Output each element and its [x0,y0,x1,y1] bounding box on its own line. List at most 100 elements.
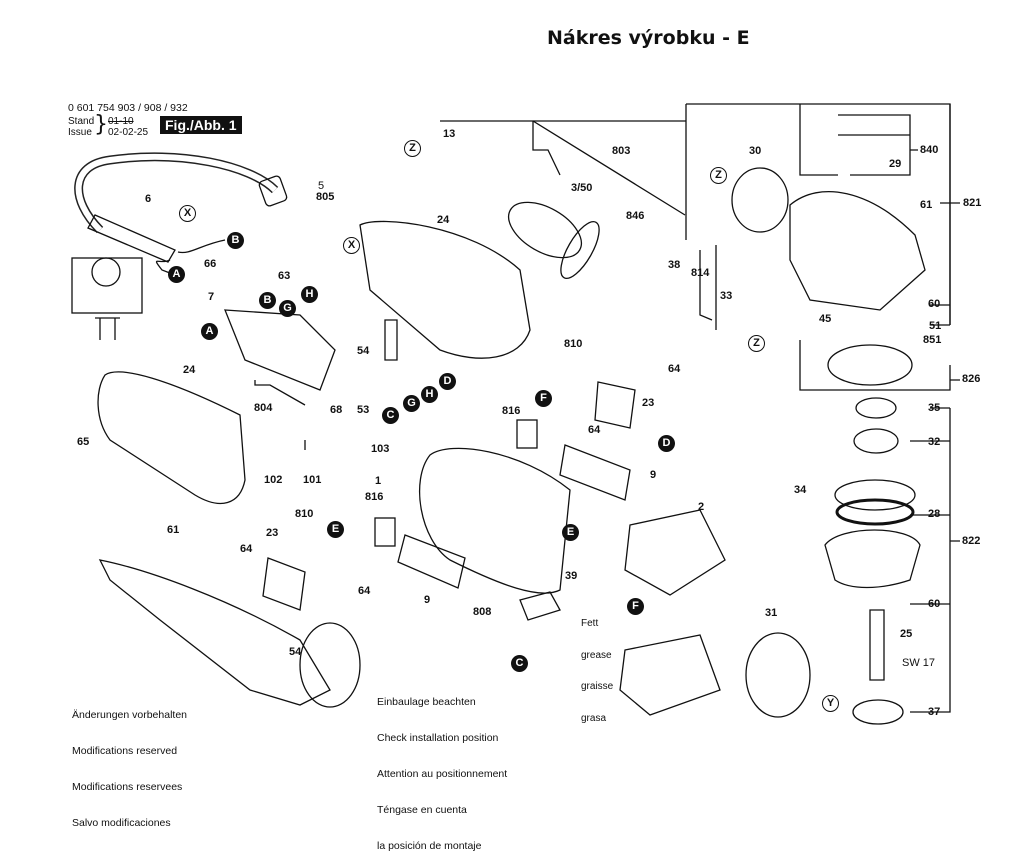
part-label-23-right: 23 [642,397,655,409]
part-label-808: 808 [473,606,492,618]
part-label-54-top: 54 [357,345,370,357]
guard-31 [745,632,811,718]
part-label-103: 103 [371,443,390,455]
part-label-51: 51 [929,320,942,332]
part-label-1: 1 [375,475,382,487]
part-label-805: 805 [316,191,335,203]
figure-label: Fig./Abb. 1 [160,116,242,134]
connector-z-bearing: Z [748,335,765,352]
motor-housing-24-left [97,371,246,504]
part-label-3-50: 3/50 [571,182,593,194]
part-label-66: 66 [204,258,217,270]
grease-note-es: grasa [581,712,607,724]
installation-note-fr: Attention au positionnement [377,768,508,780]
part-label-6: 6 [145,193,152,205]
brush-cover-23b [262,557,306,611]
gear-head-housing [789,191,926,311]
part-label-28: 28 [928,508,941,520]
stand-label: Stand [68,116,95,127]
part-label-39: 39 [565,570,578,582]
ring-gear-826 [827,344,913,386]
part-label-60-top: 60 [928,298,941,310]
part-label-64-mid: 64 [588,424,601,436]
installation-overview-sketch [98,559,331,706]
part-label-53: 53 [357,404,370,416]
part-label-68: 68 [330,404,343,416]
part-label-63: 63 [278,270,291,282]
connector-f-coil: F [627,598,644,615]
o-ring-28 [835,498,915,526]
part-label-851: 851 [923,334,942,346]
installation-note-es-2: la posición de montaje [377,840,482,852]
part-label-25: 25 [900,628,913,640]
stand-issue-labels: Stand Issue [68,116,94,138]
part-label-61-right: 61 [920,199,933,211]
part-label-37: 37 [928,706,941,718]
part-label-24-left: 24 [183,364,196,376]
connector-c-coil: C [511,655,528,672]
grease-note: Fett grease graisse grasa [581,598,613,735]
field-coil-lower [619,634,721,716]
capacitor-54 [384,319,398,361]
part-label-38: 38 [668,259,681,271]
part-label-30: 30 [749,145,762,157]
connector-a-cord: A [168,266,185,283]
part-label-803: 803 [612,145,631,157]
document-number: 0 601 754 903 / 908 / 932 [68,102,188,114]
grease-note-fr: graisse [581,681,614,692]
modifications-note-en: Modifications reserved [72,745,178,757]
bearing-flange-822 [824,529,921,589]
connector-g-switch: G [279,300,296,317]
switch-unit [224,309,336,391]
flange-37 [852,699,904,725]
stand-value: 01-10 [108,116,134,127]
connector-b-cord: B [227,232,244,249]
connector-a-switch: A [201,323,218,340]
motor-housing-24-top [359,220,531,359]
part-label-54-bottom: 54 [289,646,302,658]
exploded-view-drawing [71,103,960,725]
cord-sleeve [87,214,176,263]
installation-note-es-1: Téngase en cuenta [377,804,467,816]
part-label-840: 840 [920,144,939,156]
issue-value: 02-02-25 [108,127,149,138]
installation-note-en: Check installation position [377,732,499,744]
part-label-64-bottom: 64 [358,585,371,597]
connector-f-brush: F [535,390,552,407]
stand-issue-values: 01-10 02-02-25 [108,116,148,138]
part-label-24-top: 24 [437,214,450,226]
connector-e-housing: E [562,524,579,541]
part-label-816-bottom: 816 [365,491,384,503]
connector-e-brush: E [327,521,344,538]
part-label-810-top: 810 [564,338,583,350]
cord-plug [258,175,288,207]
ring-34 [834,479,916,511]
part-label-5: 5 [318,180,325,192]
connector-y-guard: Y [822,695,839,712]
field-coil-upper [624,509,726,596]
part-label-846: 846 [626,210,645,222]
part-label-826: 826 [962,373,981,385]
connector-h-switch: H [301,286,318,303]
modifications-note-fr: Modifications reservees [72,781,183,793]
grease-note-de: Fett [581,618,599,629]
brush-holder-816a [516,419,538,449]
connector-z-gear: Z [710,167,727,184]
brush-cover-23a [594,381,636,429]
part-label-45: 45 [819,313,832,325]
installation-note-de: Einbaulage beachten [377,696,476,708]
installation-note: Einbaulage beachten Check installation p… [377,672,507,864]
part-label-13: 13 [443,128,456,140]
part-label-23-left: 23 [266,527,279,539]
power-cord [74,152,279,234]
spindle-25 [869,609,885,681]
part-label-814: 814 [691,267,710,279]
part-label-sw17: SW 17 [902,657,936,669]
bearing-35 [855,397,897,419]
part-label-102: 102 [264,474,283,486]
connector-d-switch: D [439,373,456,390]
motor-housing-1 [418,447,571,594]
part-label-9-right: 9 [650,469,657,481]
part-label-2: 2 [698,501,705,513]
part-label-816-top: 816 [502,405,521,417]
